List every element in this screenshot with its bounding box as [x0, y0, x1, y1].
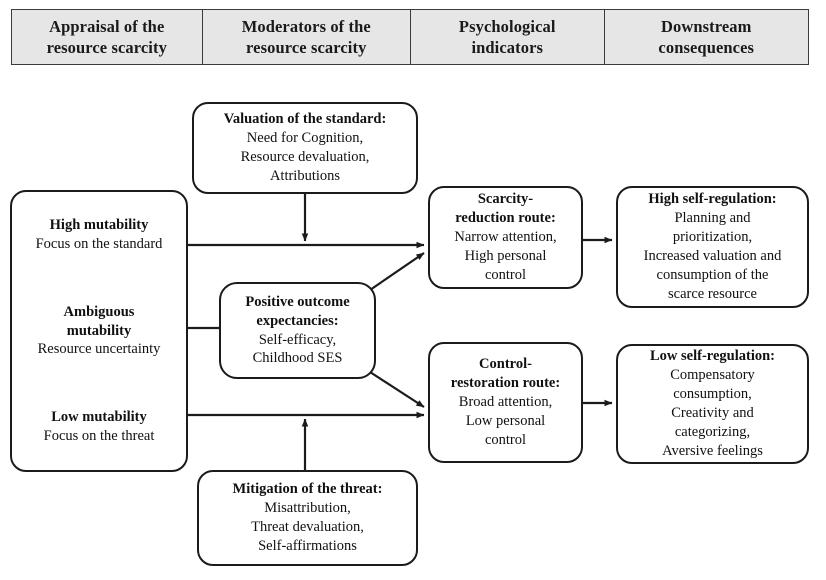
- node-line-1: Self-efficacy,: [258, 331, 337, 348]
- node-line-2: High personal: [464, 247, 547, 264]
- node-title-2: restoration route:: [450, 375, 561, 392]
- node-line-2: Low personal: [465, 412, 546, 429]
- node-line-3: Increased valuation and: [643, 248, 782, 264]
- node-control-restoration-route[interactable]: Control- restoration route: Broad attent…: [428, 342, 583, 463]
- header-cell-moderators: Moderators of the resource scarcity: [201, 10, 410, 64]
- node-line-5: Aversive feelings: [662, 442, 763, 459]
- node-line-2: Childhood SES: [252, 350, 343, 367]
- node-high-self-regulation[interactable]: High self-regulation: Planning and prior…: [616, 186, 809, 308]
- header-line-1: Appraisal of the: [49, 16, 165, 36]
- edge-expectancies-to-scarcity: [369, 252, 425, 291]
- node-line-2: prioritization,: [672, 229, 753, 246]
- node-line-3: control: [484, 266, 527, 283]
- group-line: Focus on the threat: [43, 427, 155, 444]
- header-line-2: indicators: [471, 38, 544, 57]
- node-positive-outcome-expectancies[interactable]: Positive outcome expectancies: Self-effi…: [219, 282, 376, 379]
- node-line-1: Planning and: [674, 210, 751, 227]
- node-low-self-regulation[interactable]: Low self-regulation: Compensatory consum…: [616, 344, 809, 464]
- node-line-5: scarce resource: [668, 285, 757, 302]
- node-line-3: control: [484, 431, 527, 448]
- column-header-row: Appraisal of the resource scarcity Moder…: [11, 9, 809, 65]
- node-title-2: reduction route:: [455, 210, 556, 227]
- header-line-2: resource scarcity: [46, 38, 167, 57]
- header-line-2: resource scarcity: [246, 38, 367, 57]
- node-line-3: Attributions: [269, 167, 341, 184]
- header-cell-psychological-indicators: Psychological indicators: [409, 10, 604, 64]
- group-title: Low mutability: [51, 408, 147, 425]
- node-line-2: Resource devaluation,: [240, 149, 370, 165]
- header-cell-appraisal: Appraisal of the resource scarcity: [12, 10, 202, 64]
- node-line-4: categorizing,: [674, 423, 751, 440]
- node-title: High self-regulation:: [648, 191, 777, 208]
- node-line-1: Need for Cognition,: [246, 130, 364, 147]
- node-mitigation-of-the-threat[interactable]: Mitigation of the threat: Misattribution…: [197, 470, 418, 566]
- node-line-3: Self-affirmations: [258, 537, 357, 554]
- group-line: Resource uncertainty: [37, 341, 161, 358]
- node-title: Mitigation of the threat:: [232, 481, 383, 498]
- node-valuation-of-the-standard[interactable]: Valuation of the standard: Need for Cogn…: [192, 102, 418, 194]
- node-line-3: Creativity and: [671, 405, 754, 421]
- header-line-2: consequences: [658, 38, 755, 57]
- header-line-1: Psychological: [458, 16, 556, 36]
- node-title-2: expectancies:: [256, 312, 339, 329]
- group-line: Focus on the standard: [35, 236, 163, 253]
- node-line-4: consumption of the: [656, 266, 769, 283]
- node-line-2: consumption,: [673, 386, 752, 403]
- node-title: Control-: [479, 356, 532, 373]
- node-line-1: Misattribution,: [264, 500, 351, 517]
- node-title: Scarcity-: [477, 191, 534, 208]
- group-ambiguous-mutability: Ambiguous mutability Resource uncertaint…: [38, 303, 161, 360]
- group-title: Ambiguous: [63, 303, 135, 320]
- group-low-mutability: Low mutability Focus on the threat: [44, 408, 155, 446]
- node-title: Positive outcome: [245, 293, 350, 310]
- group-high-mutability: High mutability Focus on the standard: [36, 216, 163, 254]
- node-line-1: Broad attention,: [458, 394, 553, 411]
- node-line-1: Narrow attention,: [454, 229, 557, 246]
- node-line-1: Compensatory: [670, 367, 755, 384]
- node-line-2: Threat devaluation,: [251, 519, 364, 535]
- node-title: Valuation of the standard:: [223, 111, 387, 128]
- node-appraisal-of-resource-scarcity[interactable]: High mutability Focus on the standard Am…: [10, 190, 188, 472]
- header-line-1: Downstream: [660, 16, 752, 36]
- group-title-2: mutability: [66, 322, 132, 339]
- group-title: High mutability: [49, 217, 149, 234]
- header-line-1: Moderators of the: [241, 16, 371, 36]
- node-scarcity-reduction-route[interactable]: Scarcity- reduction route: Narrow attent…: [428, 186, 583, 289]
- node-title: Low self-regulation:: [650, 348, 775, 365]
- header-cell-downstream-consequences: Downstream consequences: [603, 10, 808, 64]
- edge-expectancies-to-control: [369, 371, 425, 408]
